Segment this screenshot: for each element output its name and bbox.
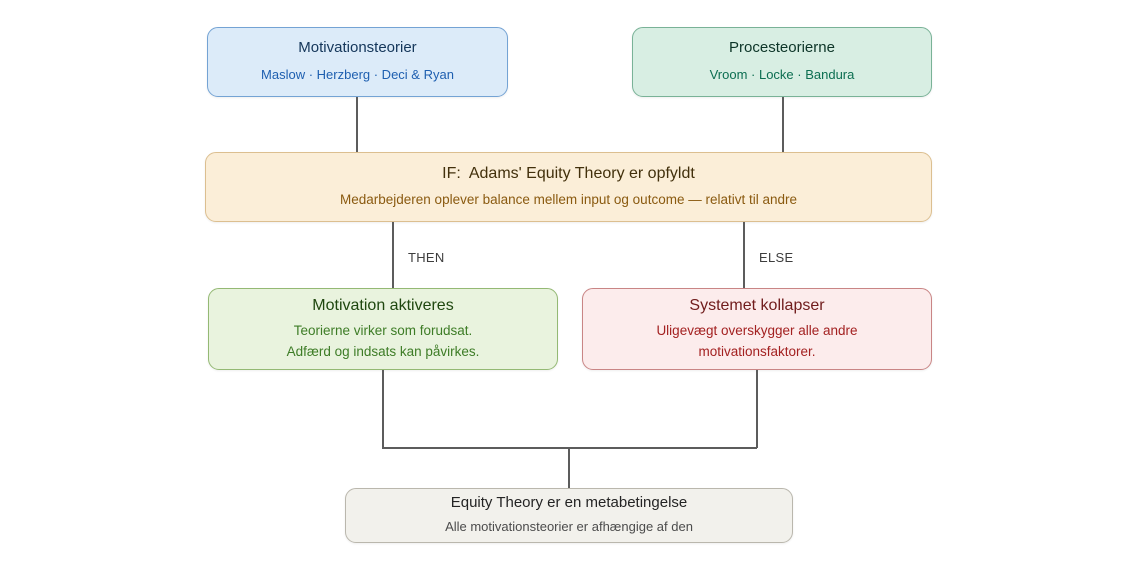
node-subtitle-line: Teorierne virker som forudsat. (293, 322, 473, 338)
node-subtitle: Alle motivationsteorier er afhængige af … (445, 519, 693, 535)
node-title: IF: Adams' Equity Theory er opfyldt (442, 164, 695, 182)
connector-to-meta (568, 447, 570, 488)
connector-collapses-down (756, 370, 758, 448)
node-subtitle-line: Uligevægt overskygger alle andre (656, 322, 858, 338)
node-system-collapses: Systemet kollapser Uligevægt overskygger… (582, 288, 932, 370)
node-subtitle-line: Adfærd og indsats kan påvirkes. (286, 343, 480, 359)
then-label: THEN (408, 250, 445, 265)
node-title: Systemet kollapser (689, 296, 825, 314)
node-meta-condition: Equity Theory er en metabetingelse Alle … (345, 488, 793, 543)
node-motivation-theories: Motivationsteorier Maslow · Herzberg · D… (207, 27, 508, 97)
node-subtitle: Vroom · Locke · Bandura (709, 67, 855, 83)
node-title: Motivationsteorier (298, 39, 417, 57)
node-subtitle: Maslow · Herzberg · Deci & Ryan (261, 67, 454, 83)
connector-else-branch (743, 222, 745, 288)
connector-join-horizontal (382, 447, 757, 449)
node-title: Equity Theory er en metabetingelse (450, 494, 688, 512)
connector-motivation-to-condition (356, 97, 358, 152)
node-if-condition: IF: Adams' Equity Theory er opfyldt Meda… (205, 152, 932, 222)
node-subtitle: Uligevægt overskygger alle andre motivat… (656, 321, 857, 363)
connector-process-to-condition (782, 97, 784, 152)
node-subtitle: Medarbejderen oplever balance mellem inp… (340, 191, 797, 207)
node-motivation-activated: Motivation aktiveres Teorierne virker so… (208, 288, 558, 370)
node-process-theories: Procesteorierne Vroom · Locke · Bandura (632, 27, 932, 97)
connector-then-branch (392, 222, 394, 288)
else-label: ELSE (759, 250, 794, 265)
node-title: Motivation aktiveres (312, 296, 454, 314)
node-subtitle: Teorierne virker som forudsat. Adfærd og… (287, 321, 480, 363)
node-title: Procesteorierne (729, 39, 835, 57)
connector-activated-down (382, 370, 384, 448)
node-subtitle-line: motivationsfaktorer. (698, 343, 816, 359)
